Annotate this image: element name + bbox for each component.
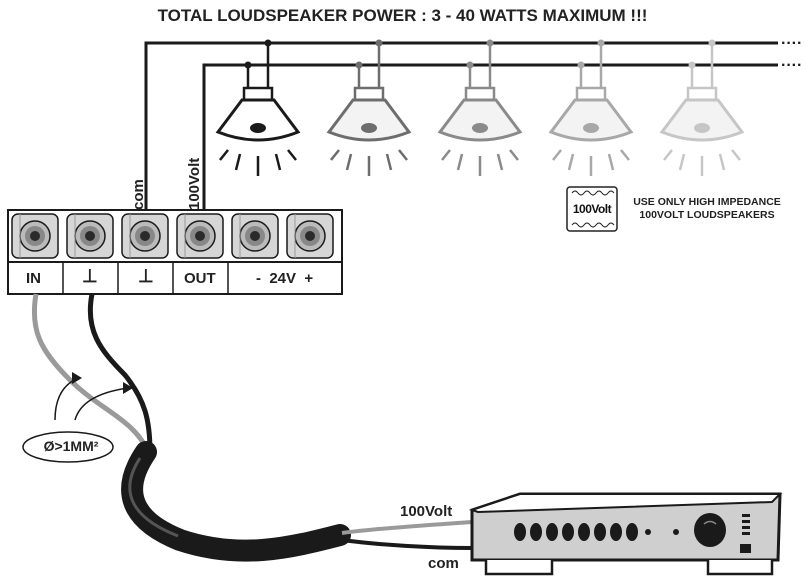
speaker-icon [326, 39, 412, 176]
note-line-1: USE ONLY HIGH IMPEDANCE [633, 196, 781, 208]
amp-com-wire [341, 538, 473, 550]
power-switch-icon [740, 544, 751, 553]
terminal-label-in: IN [26, 270, 41, 287]
terminal-screw-icon [176, 213, 224, 259]
terminal-label-24v: - 24V + [256, 270, 314, 287]
com-vertical-label: com [130, 179, 147, 210]
diagram-title: TOTAL LOUDSPEAKER POWER : 3 - 40 WATTS M… [157, 6, 648, 25]
speaker-icon [437, 39, 523, 176]
cables [22, 293, 473, 562]
amplifier [468, 492, 783, 576]
amp-knob-icon [530, 523, 542, 541]
amp-volt-wire [341, 520, 473, 535]
terminal-screw-icon [231, 213, 279, 259]
note-line-2: 100VOLT LOUDSPEAKERS [639, 209, 775, 221]
speaker-icon [548, 39, 634, 176]
terminal-block [7, 209, 343, 295]
terminal-label-ground-1: ⊥ [82, 266, 98, 286]
impedance-badge [566, 186, 618, 232]
terminal-screw-icon [11, 213, 59, 259]
level-led-1 [742, 514, 750, 517]
in-wire [31, 293, 151, 454]
sheath-highlight [128, 457, 179, 538]
bus-continuation-top: ···· [781, 35, 802, 52]
amp-knob-icon [514, 523, 526, 541]
terminal-screw-icon [121, 213, 169, 259]
wire-size-label: Ø>1MM² [43, 438, 99, 454]
impedance-note: USE ONLY HIGH IMPEDANCE 100VOLT LOUDSPEA… [622, 196, 792, 222]
badge-label: 100Volt [572, 202, 612, 216]
volume-knob-icon [694, 513, 726, 547]
level-led-4 [742, 532, 750, 535]
amp-knob-icon [562, 523, 574, 541]
sheath [121, 441, 351, 562]
wire-size-ellipse [22, 431, 114, 463]
amp-knob-icon [626, 523, 638, 541]
arrow-right [74, 387, 129, 421]
amp-volt-label: 100Volt [400, 503, 453, 520]
terminal-label-out: OUT [184, 270, 216, 287]
terminal-screw-icon [286, 213, 334, 259]
amp-com-label: com [428, 555, 459, 572]
bus-continuation-bottom: ···· [781, 57, 802, 74]
amp-knob-icon [594, 523, 606, 541]
level-led-3 [742, 526, 750, 529]
amp-knob-icon [610, 523, 622, 541]
terminal-screw-icon [66, 213, 114, 259]
speaker-icon [215, 39, 301, 176]
level-led-2 [742, 520, 750, 523]
amp-indicator-icon [673, 529, 679, 535]
ground-wire [87, 293, 153, 453]
volt-vertical-label: 100Volt [186, 157, 203, 210]
com-bus-line [144, 41, 778, 210]
amp-knob-icon [578, 523, 590, 541]
volt-bus-line [202, 63, 778, 210]
terminal-label-ground-2: ⊥ [138, 266, 154, 286]
bus-lines: ···· ···· [144, 35, 802, 210]
amp-knob-icon [645, 529, 651, 535]
speaker-icon [659, 39, 745, 176]
speaker-group [215, 39, 745, 176]
amp-knob-icon [546, 523, 558, 541]
